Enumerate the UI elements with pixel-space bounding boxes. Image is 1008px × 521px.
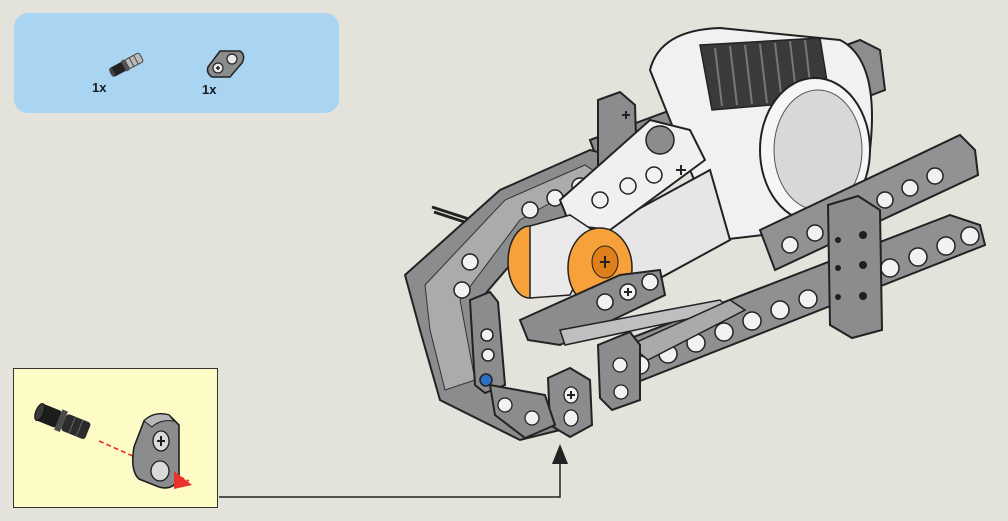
pointer-arrowhead <box>552 444 568 464</box>
part-quantity: 1x <box>202 82 217 97</box>
cross-axle-connector-icon <box>206 50 245 78</box>
parts-list-panel: 1x 1x <box>14 13 339 113</box>
callout-detail-box <box>13 368 218 508</box>
connector-insert-illustration <box>34 403 192 489</box>
connector-pin-icon <box>34 403 91 439</box>
callout-pointer-line <box>219 462 561 498</box>
part-quantity: 1x <box>92 80 107 95</box>
front-vertical-beam <box>468 290 507 395</box>
servo-motor <box>598 26 873 302</box>
vertical-block <box>826 194 884 340</box>
black-connector-pin-icon <box>109 52 144 77</box>
blue-pin <box>479 373 493 387</box>
insert-arrow-icon <box>174 471 192 489</box>
